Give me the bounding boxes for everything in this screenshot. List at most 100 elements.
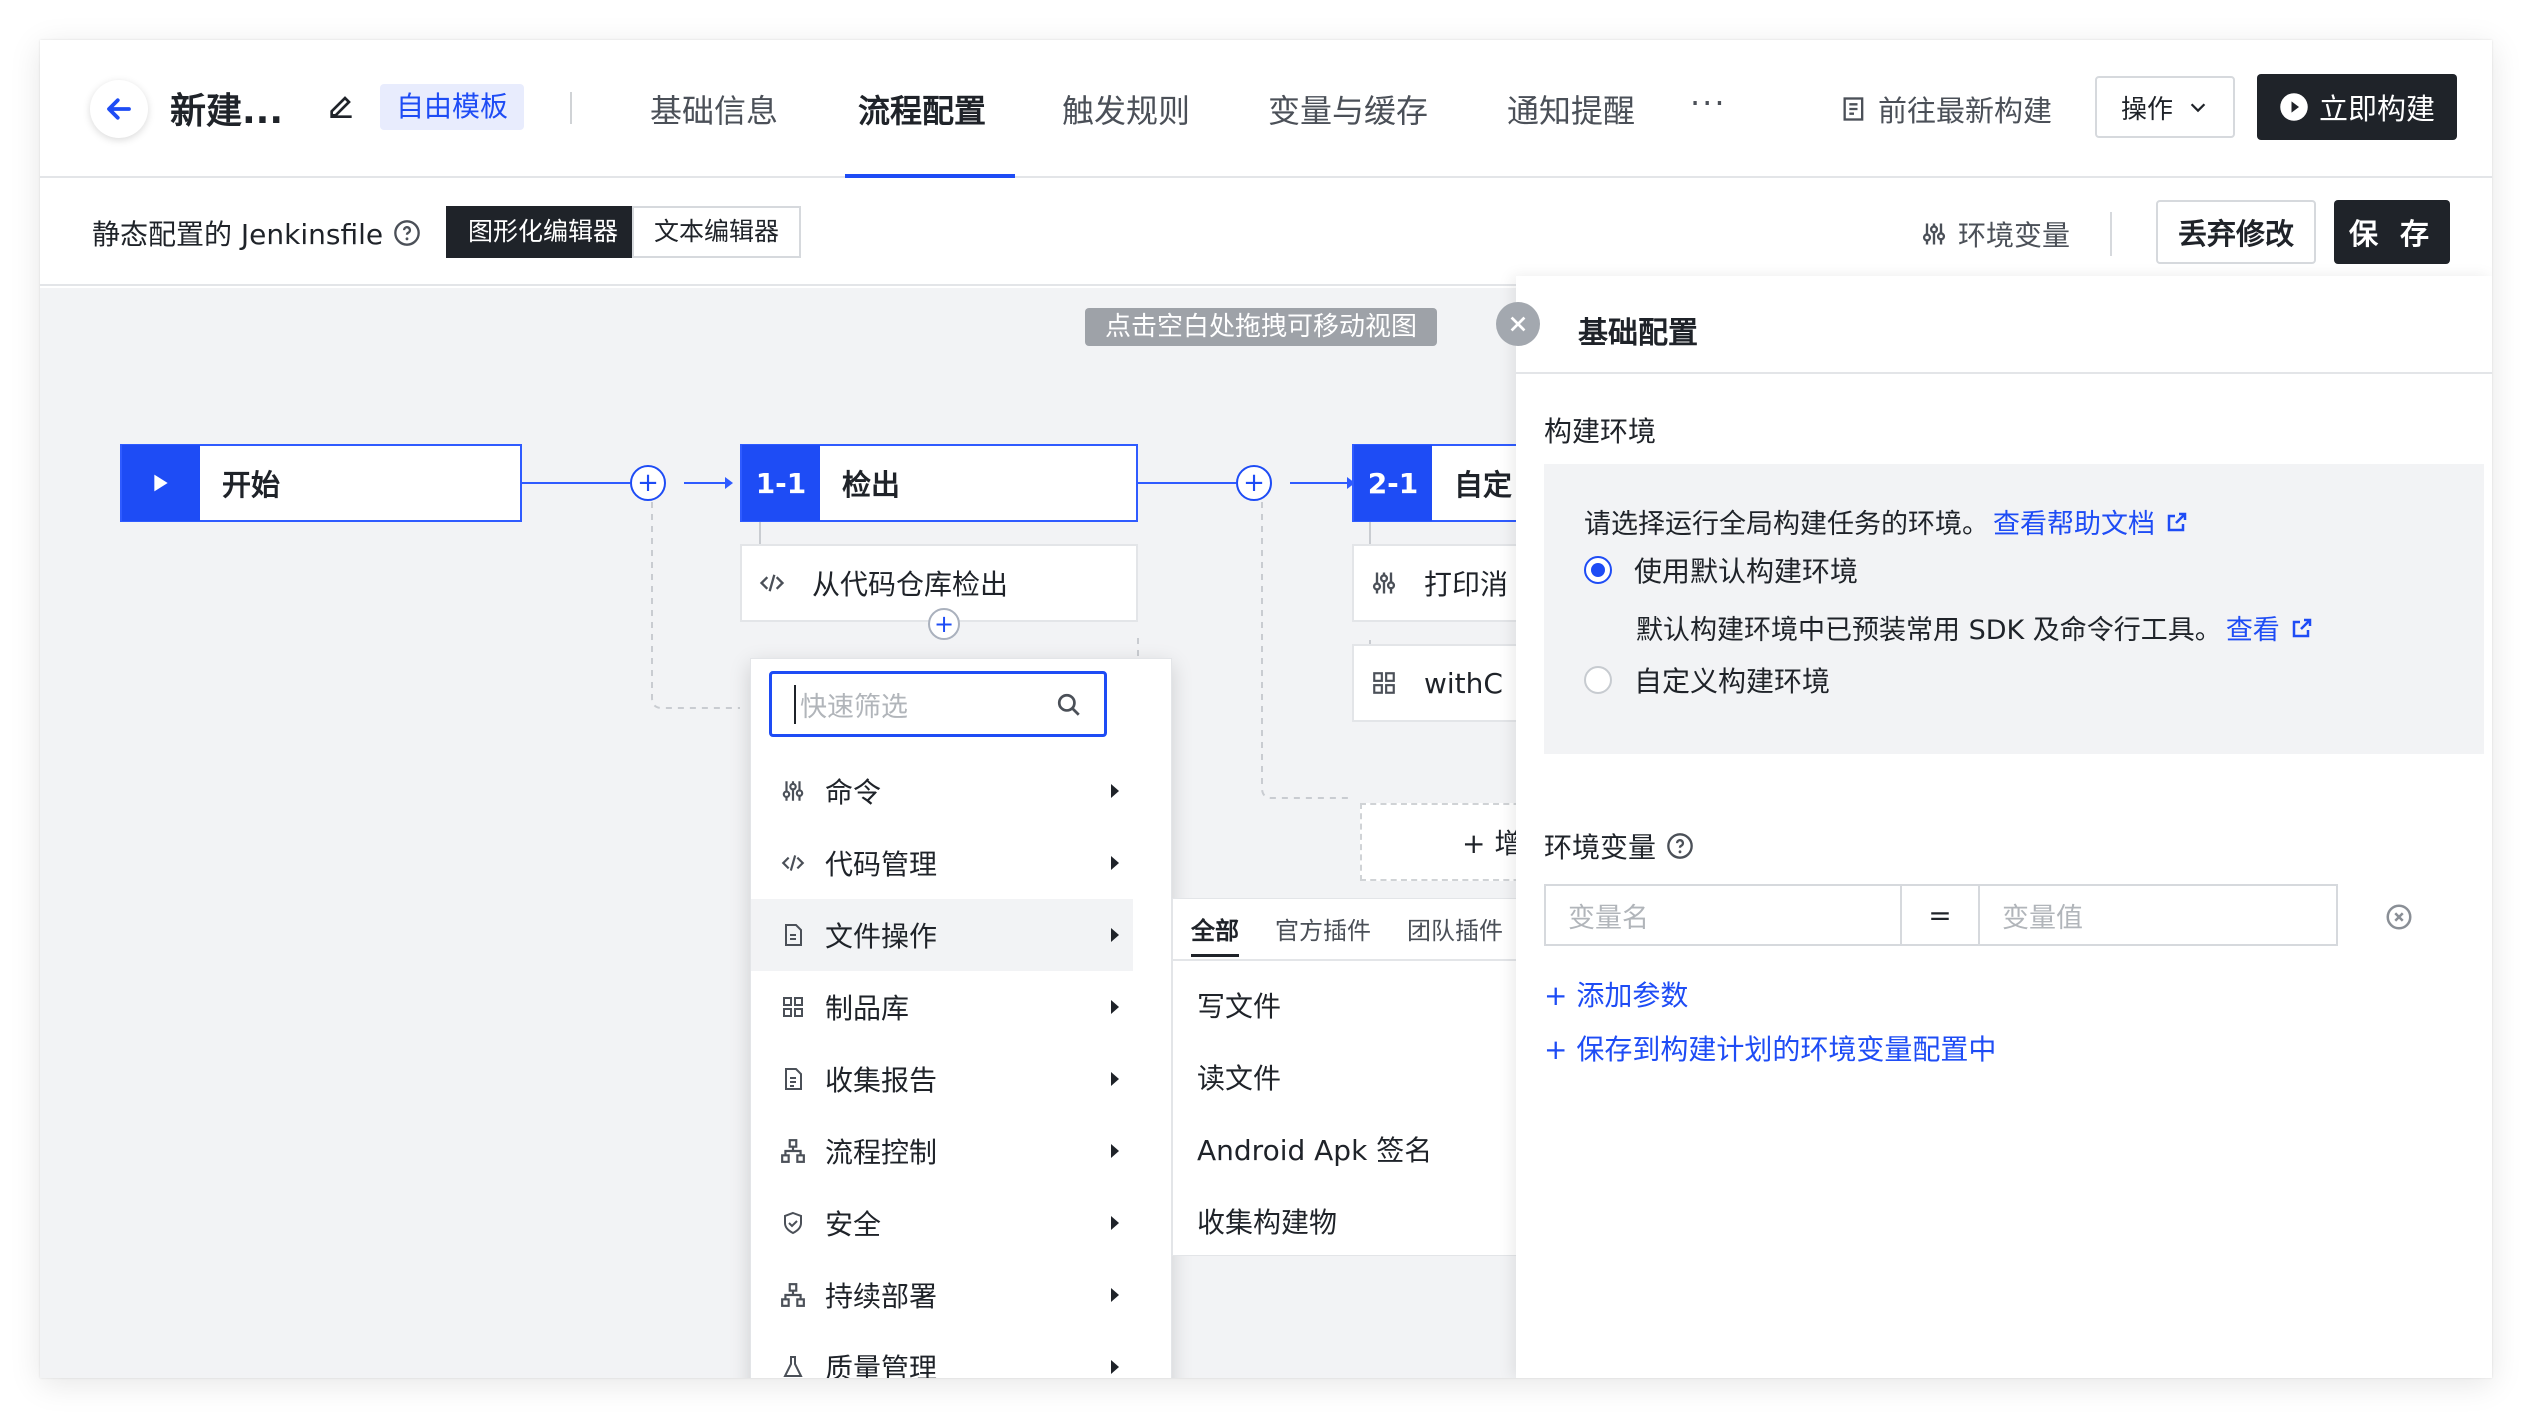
help-icon[interactable]: [393, 219, 421, 247]
stage-node-checkout[interactable]: 1-1 检出: [740, 444, 1138, 522]
stage-node-custom[interactable]: 2-1 自定: [1352, 444, 1520, 522]
step-print-message[interactable]: 打印消: [1352, 544, 1520, 622]
submenu-tab-team[interactable]: 团队插件: [1407, 917, 1503, 945]
sliders-icon: [1922, 223, 1946, 245]
menu-item-continuous-deploy[interactable]: 持续部署: [751, 1259, 1133, 1331]
caret-right-icon: [1111, 784, 1119, 798]
radio-custom-env[interactable]: 自定义构建环境: [1584, 660, 1830, 700]
var-name-input[interactable]: 变量名: [1544, 884, 1902, 946]
menu-item-file-ops[interactable]: 文件操作: [751, 899, 1133, 971]
start-label: 开始: [222, 468, 281, 502]
build-env-box: 请选择运行全局构建任务的环境。 查看帮助文档 使用默认构建环境 默认构建环境中已…: [1544, 464, 2484, 754]
sliders-icon: [782, 781, 804, 801]
add-parallel-stage[interactable]: + 增: [1360, 803, 1520, 881]
app-window: 新建... 自由模板 基础信息 流程配置 触发规则 变量与缓存 通知提醒 ···…: [40, 40, 2492, 1378]
tab-notifications[interactable]: 通知提醒: [1507, 92, 1636, 130]
env-var-section-label: 环境变量: [1544, 826, 1694, 866]
divider: [1173, 959, 1520, 961]
template-badge: 自由模板: [380, 84, 525, 130]
play-icon: [122, 445, 200, 521]
close-panel-button[interactable]: [1496, 302, 1540, 346]
var-value-input[interactable]: 变量值: [1978, 884, 2338, 946]
tab-basic-info[interactable]: 基础信息: [650, 92, 779, 130]
env-vars-button[interactable]: 环境变量: [1920, 214, 2070, 254]
radio-button[interactable]: [1584, 666, 1612, 694]
search-input[interactable]: 快速筛选: [769, 671, 1107, 737]
view-link[interactable]: 查看: [2225, 615, 2280, 646]
external-link-icon[interactable]: [2165, 510, 2189, 534]
arrow-left-icon: [107, 98, 131, 120]
submenu-tab-official[interactable]: 官方插件: [1275, 917, 1371, 945]
edit-icon[interactable]: [325, 90, 357, 122]
save-button[interactable]: 保 存: [2334, 200, 2450, 264]
submenu-tabs: 全部 官方插件 团队插件: [1191, 911, 1503, 957]
menu-item-quality-management[interactable]: 质量管理: [751, 1331, 1133, 1378]
discard-changes-button[interactable]: 丢弃修改: [2156, 200, 2316, 264]
tab-trigger-rules[interactable]: 触发规则: [1062, 92, 1191, 130]
more-tabs-button[interactable]: ···: [1690, 84, 1727, 122]
static-config-label: 静态配置的 Jenkinsfile: [92, 213, 421, 253]
operations-dropdown[interactable]: 操作: [2095, 76, 2235, 138]
menu-item-label: 代码管理: [825, 848, 938, 881]
remove-circle-icon[interactable]: [2384, 902, 2414, 932]
add-stage-button[interactable]: +: [1236, 465, 1272, 501]
equals-sign: =: [1902, 884, 1978, 946]
step-label: 从代码仓库检出: [812, 568, 1009, 601]
radio-label: 使用默认构建环境: [1634, 555, 1859, 588]
code-icon: [759, 574, 785, 592]
menu-item-command[interactable]: 命令: [751, 755, 1133, 827]
external-link-icon[interactable]: [2290, 616, 2314, 640]
menu-item-label: 流程控制: [825, 1136, 938, 1169]
menu-item-label: 收集报告: [825, 1064, 938, 1097]
save-to-plan-link[interactable]: + 保存到构建计划的环境变量配置中: [1544, 1033, 1997, 1066]
report-icon: [785, 1068, 802, 1090]
menu-item-flow-control[interactable]: 流程控制: [751, 1115, 1133, 1187]
text-editor-toggle[interactable]: 文本编辑器: [632, 206, 802, 258]
help-icon[interactable]: [1666, 832, 1694, 860]
menu-item-security[interactable]: 安全: [751, 1187, 1133, 1259]
search-placeholder: 快速筛选: [794, 684, 908, 724]
stage-id: 1-1: [742, 445, 820, 521]
menu-item-label: 质量管理: [825, 1352, 938, 1378]
step-withc[interactable]: withC: [1352, 644, 1520, 722]
build-now-button[interactable]: 立即构建: [2257, 74, 2457, 140]
radio-default-env[interactable]: 使用默认构建环境: [1584, 550, 1858, 590]
step-label: withC: [1424, 666, 1503, 700]
active-tab-indicator: [845, 174, 1015, 178]
submenu-item-read-file[interactable]: 读文件: [1197, 1062, 1282, 1095]
top-header: 新建... 自由模板 基础信息 流程配置 触发规则 变量与缓存 通知提醒 ···…: [40, 40, 2492, 178]
add-stage-button[interactable]: +: [630, 465, 666, 501]
menu-item-code-management[interactable]: 代码管理: [751, 827, 1133, 899]
help-doc-link[interactable]: 查看帮助文档: [1993, 509, 2155, 540]
pipeline-title: 新建...: [170, 91, 284, 132]
grid-icon: [1373, 672, 1395, 694]
caret-right-icon: [1111, 1216, 1119, 1230]
submenu-item-android-sign[interactable]: Android Apk 签名: [1197, 1134, 1433, 1167]
menu-item-artifact-repo[interactable]: 制品库: [751, 971, 1133, 1043]
document-icon: [1843, 97, 1864, 121]
tab-variables-cache[interactable]: 变量与缓存: [1268, 92, 1429, 130]
env-description: 请选择运行全局构建任务的环境。 查看帮助文档: [1584, 502, 2189, 541]
menu-item-label: 文件操作: [825, 920, 938, 953]
graphic-editor-toggle[interactable]: 图形化编辑器: [446, 206, 641, 258]
latest-build-link[interactable]: 前往最新构建: [1840, 88, 2052, 130]
add-step-button[interactable]: +: [928, 608, 960, 640]
radio-button[interactable]: [1584, 556, 1612, 584]
caret-right-icon: [1111, 1360, 1119, 1374]
menu-item-collect-reports[interactable]: 收集报告: [751, 1043, 1133, 1115]
default-env-desc-text: 默认构建环境中已预装常用 SDK 及命令行工具。: [1636, 615, 2222, 646]
flask-icon: [783, 1356, 803, 1377]
pipeline-canvas[interactable]: 点击空白处拖拽可移动视图 开始 + 1-1 检出: [40, 288, 1520, 1378]
menu-item-label: 安全: [825, 1208, 882, 1241]
add-param-link[interactable]: + 添加参数: [1544, 979, 1689, 1012]
back-button[interactable]: [90, 80, 148, 138]
env-var-row: 变量名 = 变量值: [1544, 884, 2338, 946]
submenu-item-collect-artifacts[interactable]: 收集构建物: [1197, 1206, 1338, 1239]
submenu-tab-all[interactable]: 全部: [1191, 911, 1239, 957]
submenu-item-write-file[interactable]: 写文件: [1197, 990, 1282, 1023]
tab-pipeline-config[interactable]: 流程配置: [858, 92, 987, 130]
divider: [1516, 372, 2492, 374]
build-env-text: 构建环境: [1544, 415, 1657, 448]
editor-toolbar: 静态配置的 Jenkinsfile 图形化编辑器 文本编辑器 环境变量 丢弃修改…: [40, 180, 2492, 286]
start-node[interactable]: 开始: [120, 444, 522, 522]
